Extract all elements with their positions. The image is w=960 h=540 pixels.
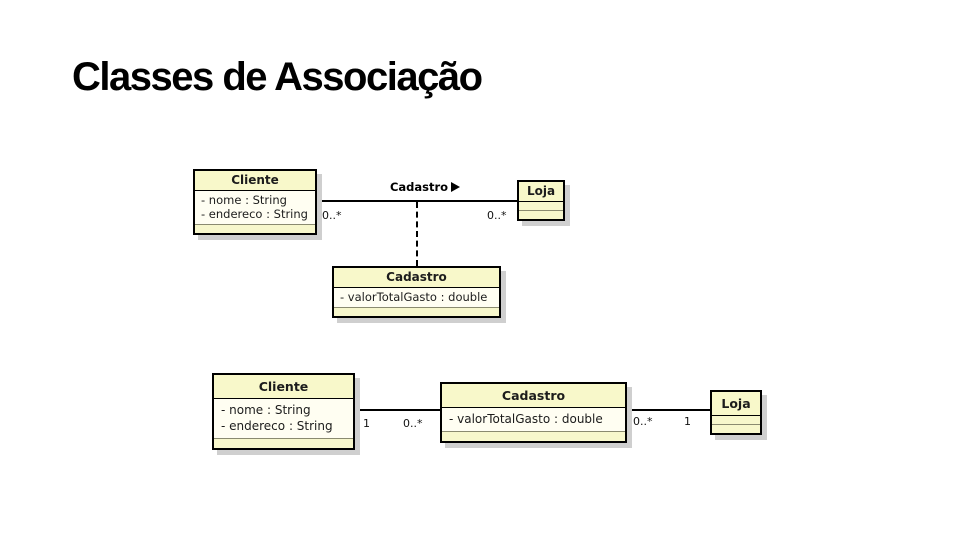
- multiplicity-label: 0..*: [403, 417, 423, 430]
- class-title: Cliente: [214, 375, 353, 399]
- attribute-line: - endereco : String: [221, 419, 333, 433]
- association-class-dashed-line: [416, 202, 418, 266]
- direction-arrow-icon: [451, 182, 461, 192]
- multiplicity-label: 0..*: [322, 209, 342, 222]
- class-attributes: - valorTotalGasto : double: [442, 408, 625, 432]
- class-box-cliente-bottom: Cliente - nome : String - endereco : Str…: [212, 373, 355, 450]
- class-title: Loja: [519, 182, 563, 202]
- attribute-line: - nome : String: [201, 193, 287, 207]
- multiplicity-label: 1: [684, 415, 691, 428]
- class-title: Loja: [712, 392, 760, 416]
- class-title: Cadastro: [334, 268, 499, 288]
- operations-compartment-empty: [442, 432, 625, 441]
- operations-compartment-empty: [195, 225, 315, 233]
- multiplicity-label: 0..*: [633, 415, 653, 428]
- association-line-top: [317, 200, 517, 202]
- attribute-line: - nome : String: [221, 403, 311, 417]
- operations-compartment-empty: [519, 211, 563, 219]
- class-box-cadastro-association: Cadastro - valorTotalGasto : double: [332, 266, 501, 318]
- class-attributes: - nome : String - endereco : String: [214, 399, 353, 439]
- attribute-line: - valorTotalGasto : double: [449, 412, 603, 426]
- association-line-bottom-right: [627, 409, 710, 411]
- class-box-loja-bottom: Loja: [710, 390, 762, 435]
- class-box-loja-top: Loja: [517, 180, 565, 221]
- attribute-line: - endereco : String: [201, 207, 308, 221]
- class-box-cliente-top: Cliente - nome : String - endereco : Str…: [193, 169, 317, 235]
- operations-compartment-empty: [334, 308, 499, 316]
- class-attributes: - valorTotalGasto : double: [334, 288, 499, 308]
- class-attributes: - nome : String - endereco : String: [195, 191, 315, 225]
- class-title: Cliente: [195, 171, 315, 191]
- multiplicity-label: 0..*: [487, 209, 507, 222]
- attributes-compartment-empty: [519, 202, 563, 211]
- association-label-text: Cadastro: [389, 180, 449, 194]
- class-box-cadastro-bottom: Cadastro - valorTotalGasto : double: [440, 382, 627, 443]
- operations-compartment-empty: [214, 439, 353, 448]
- multiplicity-label: 1: [363, 417, 370, 430]
- attributes-compartment-empty: [712, 416, 760, 425]
- attribute-line: - valorTotalGasto : double: [340, 290, 488, 304]
- association-label-top: Cadastro: [375, 180, 475, 194]
- operations-compartment-empty: [712, 425, 760, 433]
- class-title: Cadastro: [442, 384, 625, 408]
- page-title: Classes de Associação: [72, 55, 483, 99]
- association-line-bottom-left: [355, 409, 440, 411]
